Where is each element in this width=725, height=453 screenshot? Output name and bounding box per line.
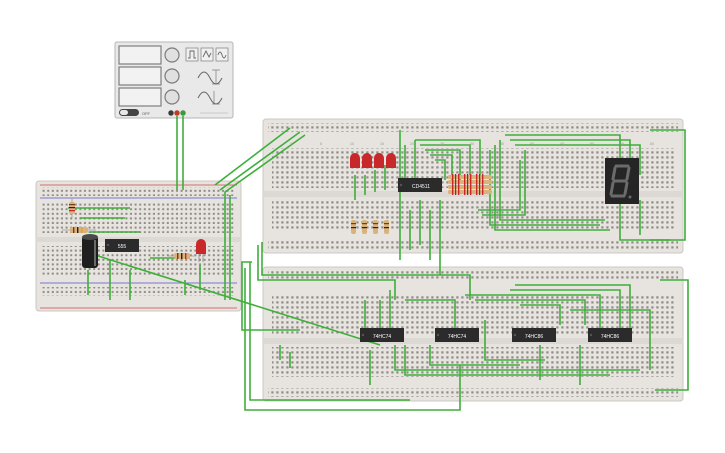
resistor[interactable] [373,220,378,234]
chip-label: 74HC74 [448,334,467,340]
triangle-wave-icon[interactable] [200,47,214,62]
offset-preview-icon [197,91,223,105]
resistor[interactable] [384,220,389,234]
decoder-chip-cd4511[interactable]: CD4511 [398,178,442,192]
resistor[interactable] [351,220,356,234]
amplitude-display [118,45,162,65]
seven-segment-display[interactable] [605,158,639,204]
column-number: 55 [620,142,624,146]
red-led[interactable] [386,153,396,168]
wires[interactable] [68,116,689,411]
column-number: 50 [590,142,594,146]
timer-chip-555[interactable]: 555 [105,239,139,252]
column-number: 15 [380,142,384,146]
resistor[interactable] [362,220,367,234]
xor-chip-74hc86[interactable]: 74HC86 [512,328,556,342]
chip-label: 74HC74 [373,334,392,340]
column-number: 40 [530,142,534,146]
waveform-preview-icon [197,69,223,85]
resistor[interactable] [168,253,196,259]
function-generator[interactable]: OFF [114,41,234,119]
column-number: 60 [650,142,654,146]
offset-knob[interactable] [164,89,180,105]
display-digit [609,164,631,198]
power-switch-label: OFF [142,111,151,116]
red-led[interactable] [350,153,360,168]
offset-display [118,87,162,107]
column-number: 45 [560,142,564,146]
positive-terminal[interactable] [173,109,181,117]
led-array[interactable] [350,153,396,168]
column-number: 20 [410,142,414,146]
square-wave-icon[interactable] [185,47,199,62]
resistor[interactable] [69,198,75,218]
column-number: 35 [500,142,504,146]
chip-label: 74HC86 [601,334,620,340]
amplitude-knob[interactable] [164,47,180,63]
red-led[interactable] [374,153,384,168]
power-switch[interactable]: OFF [119,109,151,116]
frequency-display [118,66,162,86]
frequency-knob[interactable] [164,68,180,84]
chip-label: 555 [118,244,127,250]
column-number: 25 [440,142,444,146]
flip-flop-chip-74hc74[interactable]: 74HC74 [435,328,479,342]
column-number: 5 [320,142,322,146]
red-led[interactable] [196,239,206,262]
resistor-array[interactable] [351,220,389,234]
resistor[interactable] [62,227,96,233]
red-led[interactable] [362,153,372,168]
electrolytic-capacitor[interactable] [82,234,98,268]
common-terminal[interactable] [179,109,187,117]
column-number: 10 [350,142,354,146]
sine-wave-icon[interactable] [215,47,229,62]
column-number: 30 [470,142,474,146]
negative-terminal[interactable] [167,109,175,117]
resistor-bank[interactable] [448,174,492,195]
chip-label: CD4511 [412,184,430,190]
flip-flop-chip-74hc74[interactable]: 74HC74 [360,328,404,342]
xor-chip-74hc86[interactable]: 74HC86 [588,328,632,342]
column-number: 1 [290,142,292,146]
chip-label: 74HC86 [525,334,544,340]
